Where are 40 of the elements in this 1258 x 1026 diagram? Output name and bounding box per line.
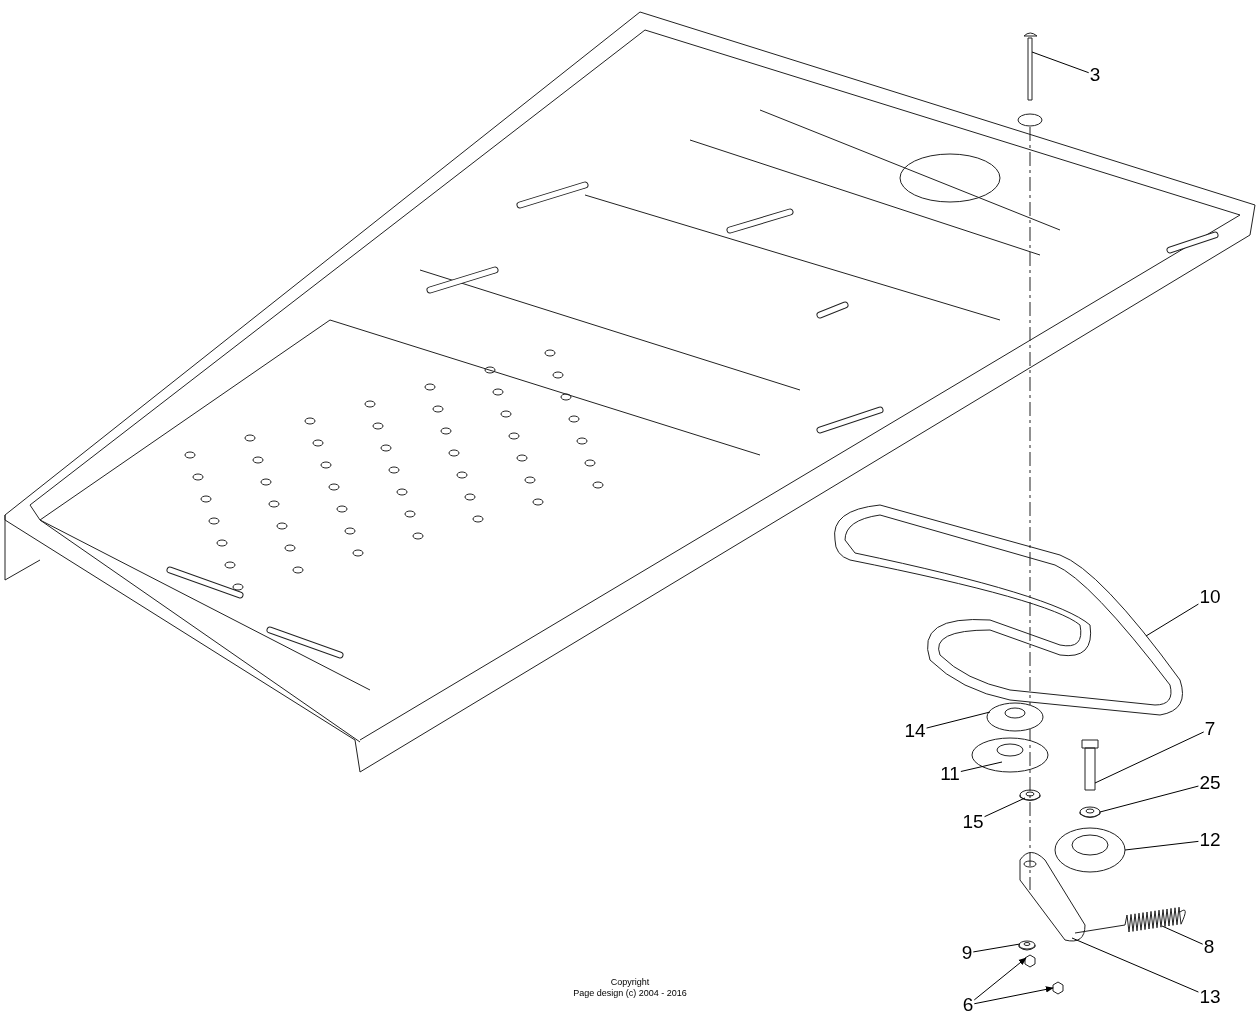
- washer-drawing: [1018, 940, 1036, 951]
- callout-number: 6: [961, 995, 975, 1015]
- leader-line: [1145, 603, 1199, 637]
- leader-arrow: [973, 986, 1054, 1005]
- callout-number: 12: [1198, 830, 1222, 850]
- nut-drawing: [1052, 981, 1064, 995]
- copyright-note: Copyright: [610, 977, 650, 987]
- callout-number: 3: [1088, 65, 1102, 85]
- callout-number: 14: [903, 721, 927, 741]
- leader-line: [926, 711, 991, 729]
- belt-drawing: [834, 504, 1183, 716]
- idler-pulley-drawing: [1054, 827, 1126, 873]
- washer-drawing: [1019, 789, 1041, 801]
- washer-drawing: [1079, 806, 1101, 818]
- leader-line: [1071, 937, 1199, 993]
- pin-drawing: [1023, 32, 1038, 101]
- leader-line: [1094, 731, 1205, 784]
- callout-number: 9: [960, 943, 974, 963]
- spring-drawing: [1074, 906, 1186, 934]
- pulley-drawing: [986, 702, 1044, 732]
- leader-line: [1161, 925, 1204, 945]
- copyright-note: Page design (c) 2004 - 2016: [573, 988, 687, 998]
- idler-arm-drawing: [1019, 852, 1086, 942]
- callout-number: 11: [939, 764, 961, 784]
- callout-number: 7: [1203, 719, 1217, 739]
- callout-number: 25: [1198, 773, 1222, 793]
- leader-line: [1124, 840, 1199, 851]
- leader-line: [1031, 51, 1090, 74]
- leader-line: [984, 797, 1026, 818]
- leader-line: [960, 761, 1003, 772]
- pulley-drawing: [971, 737, 1049, 773]
- leader-arrow: [973, 957, 1027, 1001]
- nut-drawing: [1024, 954, 1036, 968]
- callout-number: 10: [1198, 587, 1222, 607]
- leader-line: [972, 943, 1021, 953]
- leader-line: [1099, 785, 1199, 813]
- callout-number: 8: [1202, 937, 1216, 957]
- bolt-drawing: [1081, 739, 1099, 791]
- callout-number: 15: [961, 812, 985, 832]
- callout-number: 13: [1198, 987, 1222, 1007]
